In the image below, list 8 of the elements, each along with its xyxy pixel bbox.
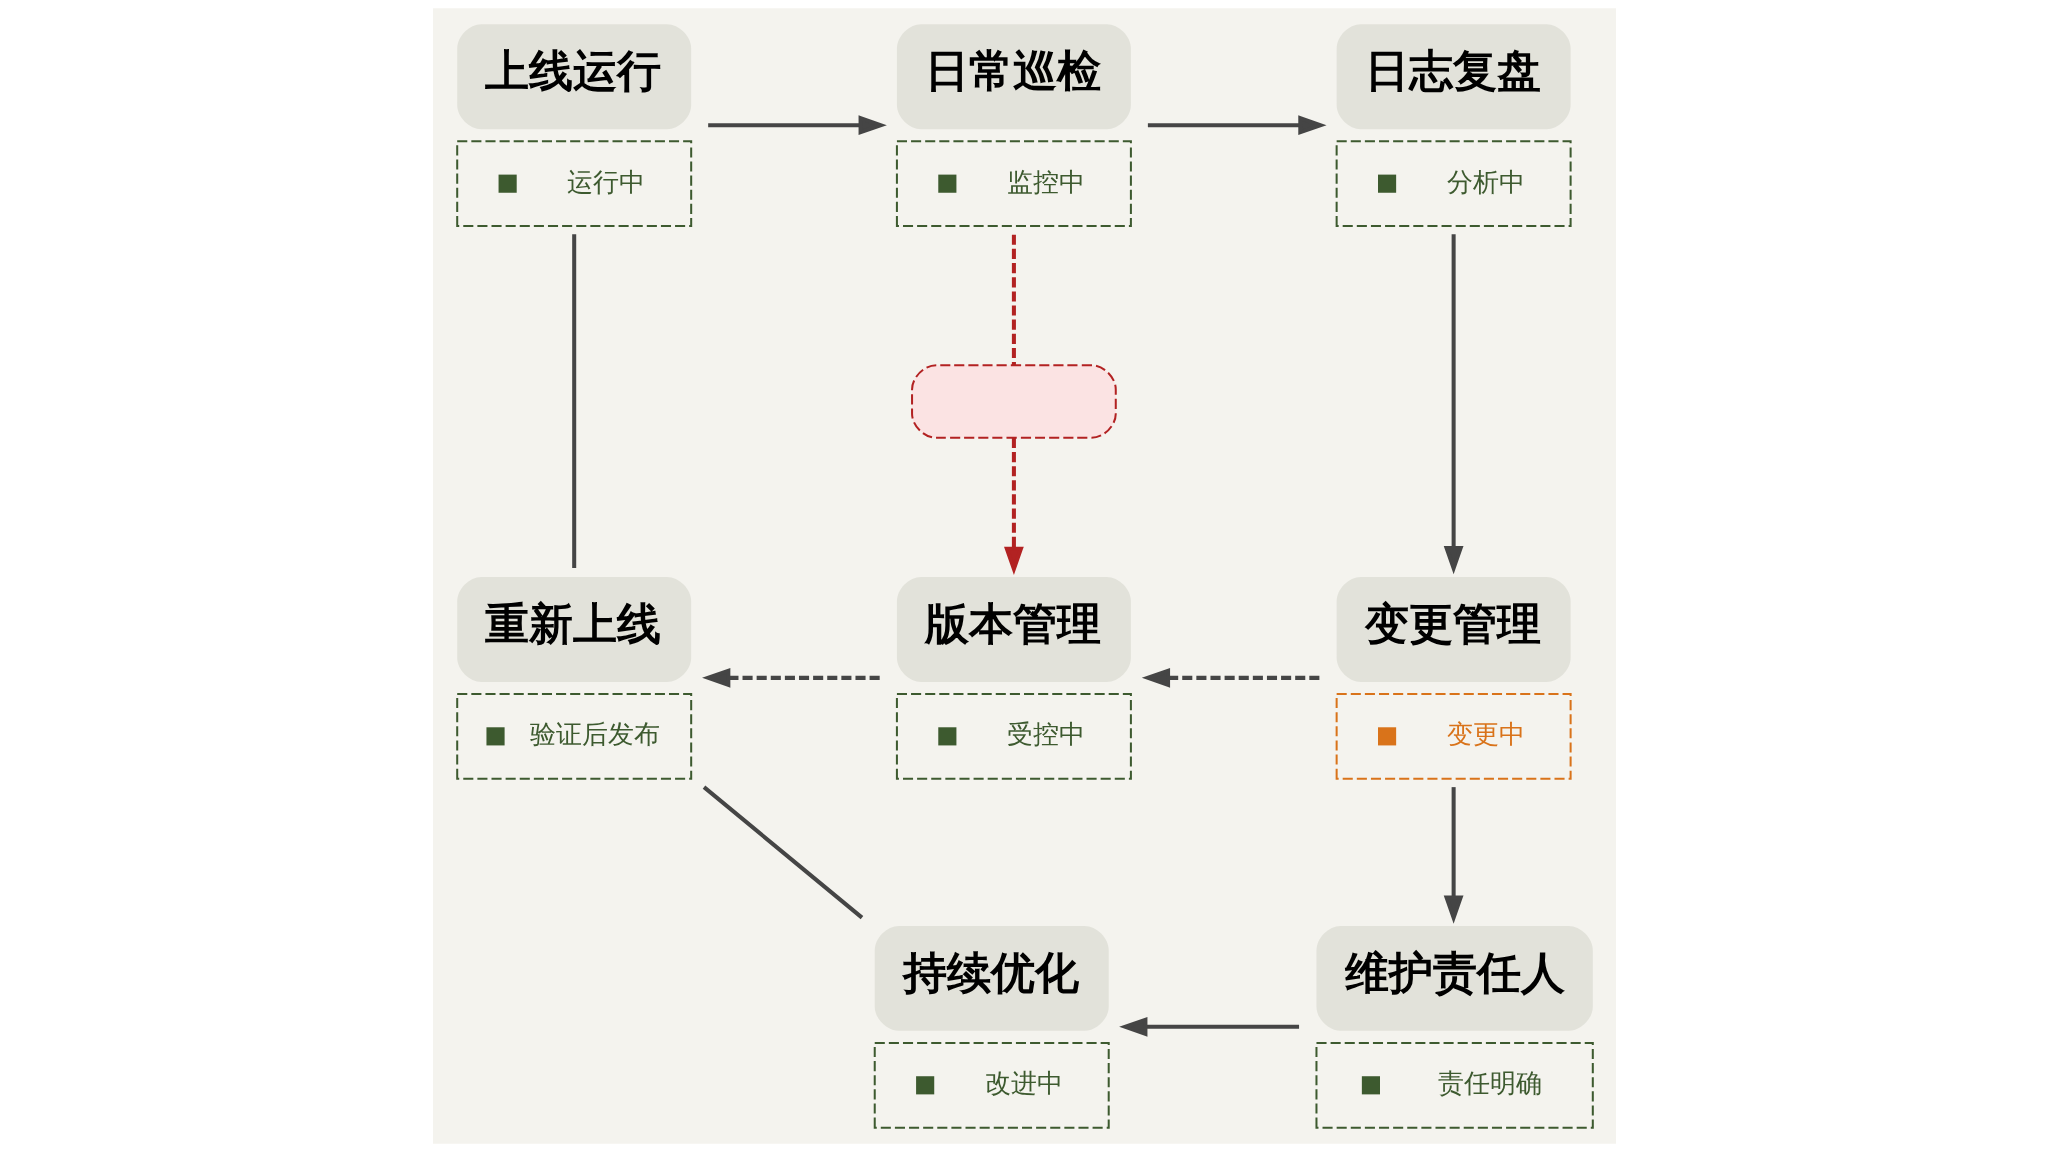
node-label: 改进中: [984, 1068, 1063, 1099]
node-label: 运行中: [566, 166, 645, 197]
node-label: 责任明确: [1438, 1068, 1542, 1099]
node-label: 变更中: [1446, 719, 1525, 750]
node-label: 分析中: [1446, 166, 1525, 197]
node-label: 监控中: [1006, 166, 1085, 197]
node-label: 受控中: [1006, 719, 1085, 750]
node-label: 验证后发布: [529, 719, 660, 750]
